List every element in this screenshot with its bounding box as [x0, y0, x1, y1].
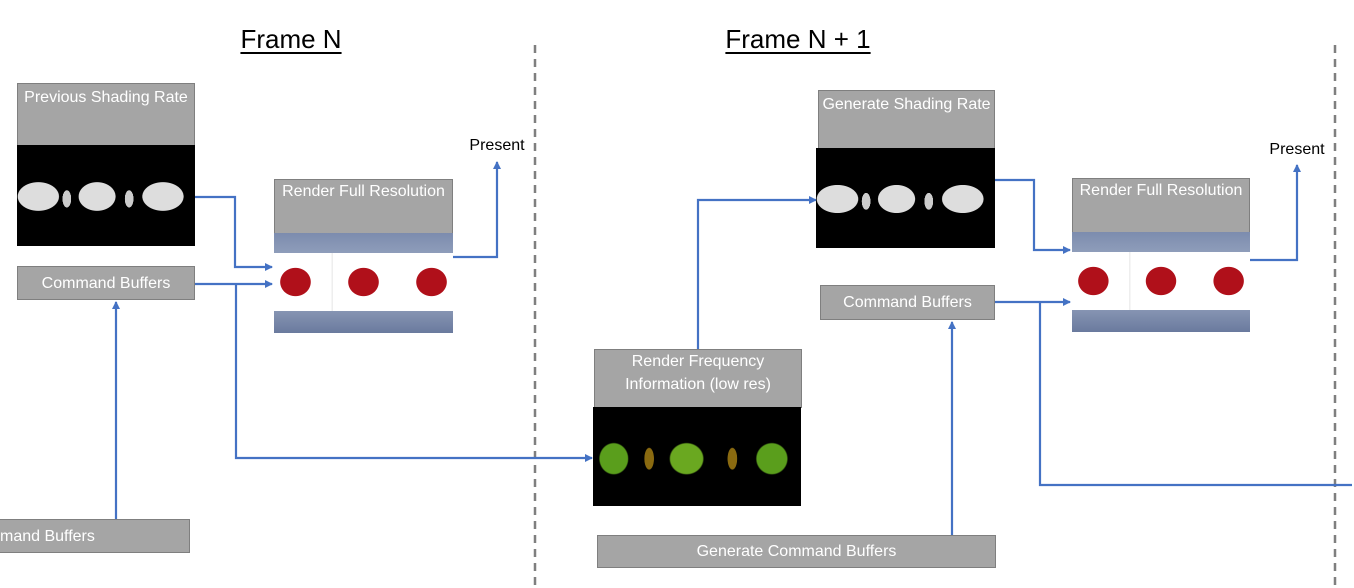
arrow-cmd-to-frequency [234, 284, 593, 462]
arrow-shading-to-render-n1 [995, 178, 1071, 254]
frequency-image [593, 407, 801, 506]
arrow-render-to-present [453, 161, 501, 259]
generate-command-buffers-box: mand Buffers [0, 519, 190, 553]
frame-n-title: Frame N [240, 24, 342, 54]
render-full-resolution-box: Render Full Resolution [1072, 178, 1250, 233]
generate-shading-rate-box: Generate Shading Rate [818, 90, 995, 149]
render-frequency-box: Render Frequency Information (low res) [594, 349, 802, 408]
previous-shading-rate-box: Previous Shading Rate [17, 83, 195, 146]
render-image [1072, 232, 1250, 332]
arrow-shading-to-render [195, 195, 273, 271]
arrow-render-to-present-n1 [1250, 164, 1301, 262]
shading-rate-image [816, 148, 995, 248]
shading-rate-image [17, 145, 195, 246]
generate-command-buffers-box: Generate Command Buffers [597, 535, 996, 568]
present-label: Present [1269, 141, 1325, 158]
arrow-cmd-to-next [1038, 302, 1352, 487]
command-buffers-box: Command Buffers [820, 285, 995, 320]
frame-n1-title: Frame N + 1 [725, 24, 871, 54]
arrow-frequency-to-shading [696, 196, 817, 349]
present-label: Present [469, 137, 525, 154]
render-full-resolution-box: Render Full Resolution [274, 179, 453, 234]
command-buffers-box: Command Buffers [17, 266, 195, 300]
render-image [274, 233, 453, 333]
